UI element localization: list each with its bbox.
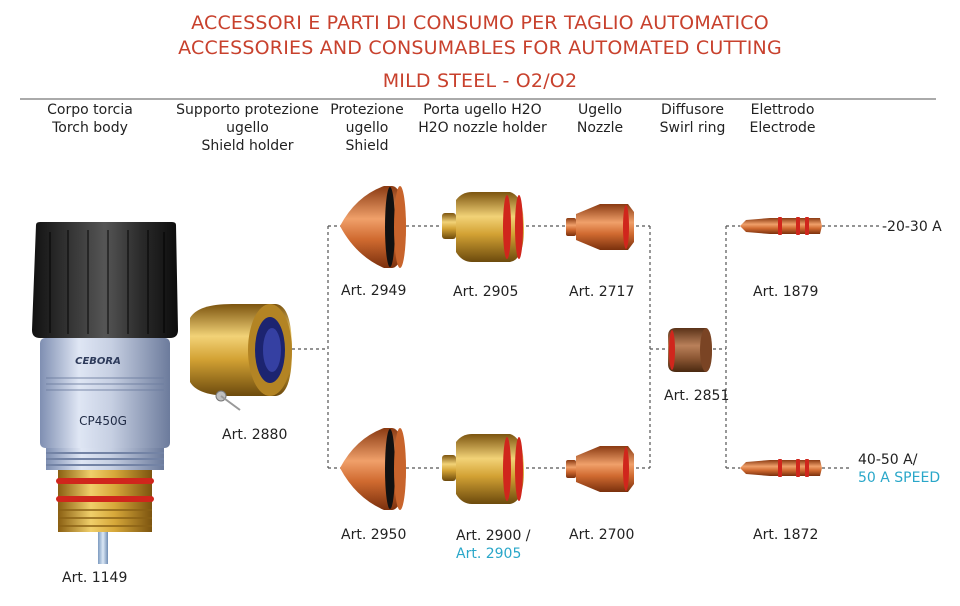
nozzle-bottom bbox=[566, 446, 634, 492]
title-english: ACCESSORIES AND CONSUMABLES FOR AUTOMATE… bbox=[178, 37, 782, 59]
art-electrode-top: Art. 1879 bbox=[753, 284, 819, 300]
art-nozzle-holder-bottom-alt: Art. 2905 bbox=[456, 546, 522, 562]
amperage-top: -20-30 A bbox=[882, 219, 942, 235]
nozzle-top bbox=[566, 204, 634, 250]
shield-bottom bbox=[340, 428, 406, 510]
art-shield-holder: Art. 2880 bbox=[222, 427, 288, 443]
amperage-bottom-speed: 50 A SPEED bbox=[858, 470, 941, 486]
electrode-bottom bbox=[740, 459, 822, 477]
title-material: MILD STEEL - O2/O2 bbox=[382, 70, 578, 92]
swirl-ring bbox=[668, 328, 712, 372]
art-swirl-ring: Art. 2851 bbox=[664, 388, 730, 404]
torch-body: CEBORA CP450G bbox=[32, 222, 178, 564]
torch-brand-text: CEBORA bbox=[75, 356, 121, 367]
art-nozzle-holder-bottom: Art. 2900 / Art. 2905 bbox=[456, 528, 531, 562]
art-electrode-bottom: Art. 1872 bbox=[753, 527, 819, 543]
shield-top bbox=[340, 186, 406, 268]
torch-model-text: CP450G bbox=[79, 414, 127, 428]
shield-holder bbox=[190, 304, 292, 411]
art-nozzle-bottom: Art. 2700 bbox=[569, 527, 635, 543]
art-torch-body: Art. 1149 bbox=[62, 570, 128, 586]
art-shield-top: Art. 2949 bbox=[341, 283, 407, 299]
nozzle-holder-top bbox=[442, 192, 524, 262]
art-nozzle-holder-top: Art. 2905 bbox=[453, 284, 519, 300]
nozzle-holder-bottom bbox=[442, 434, 524, 504]
art-nozzle-top: Art. 2717 bbox=[569, 284, 635, 300]
connector-lines bbox=[292, 225, 882, 469]
art-shield-bottom: Art. 2950 bbox=[341, 527, 407, 543]
title-italian: ACCESSORI E PARTI DI CONSUMO PER TAGLIO … bbox=[191, 12, 769, 34]
amperage-bottom: 40-50 A/ 50 A SPEED bbox=[858, 452, 941, 486]
electrode-top bbox=[740, 217, 822, 235]
